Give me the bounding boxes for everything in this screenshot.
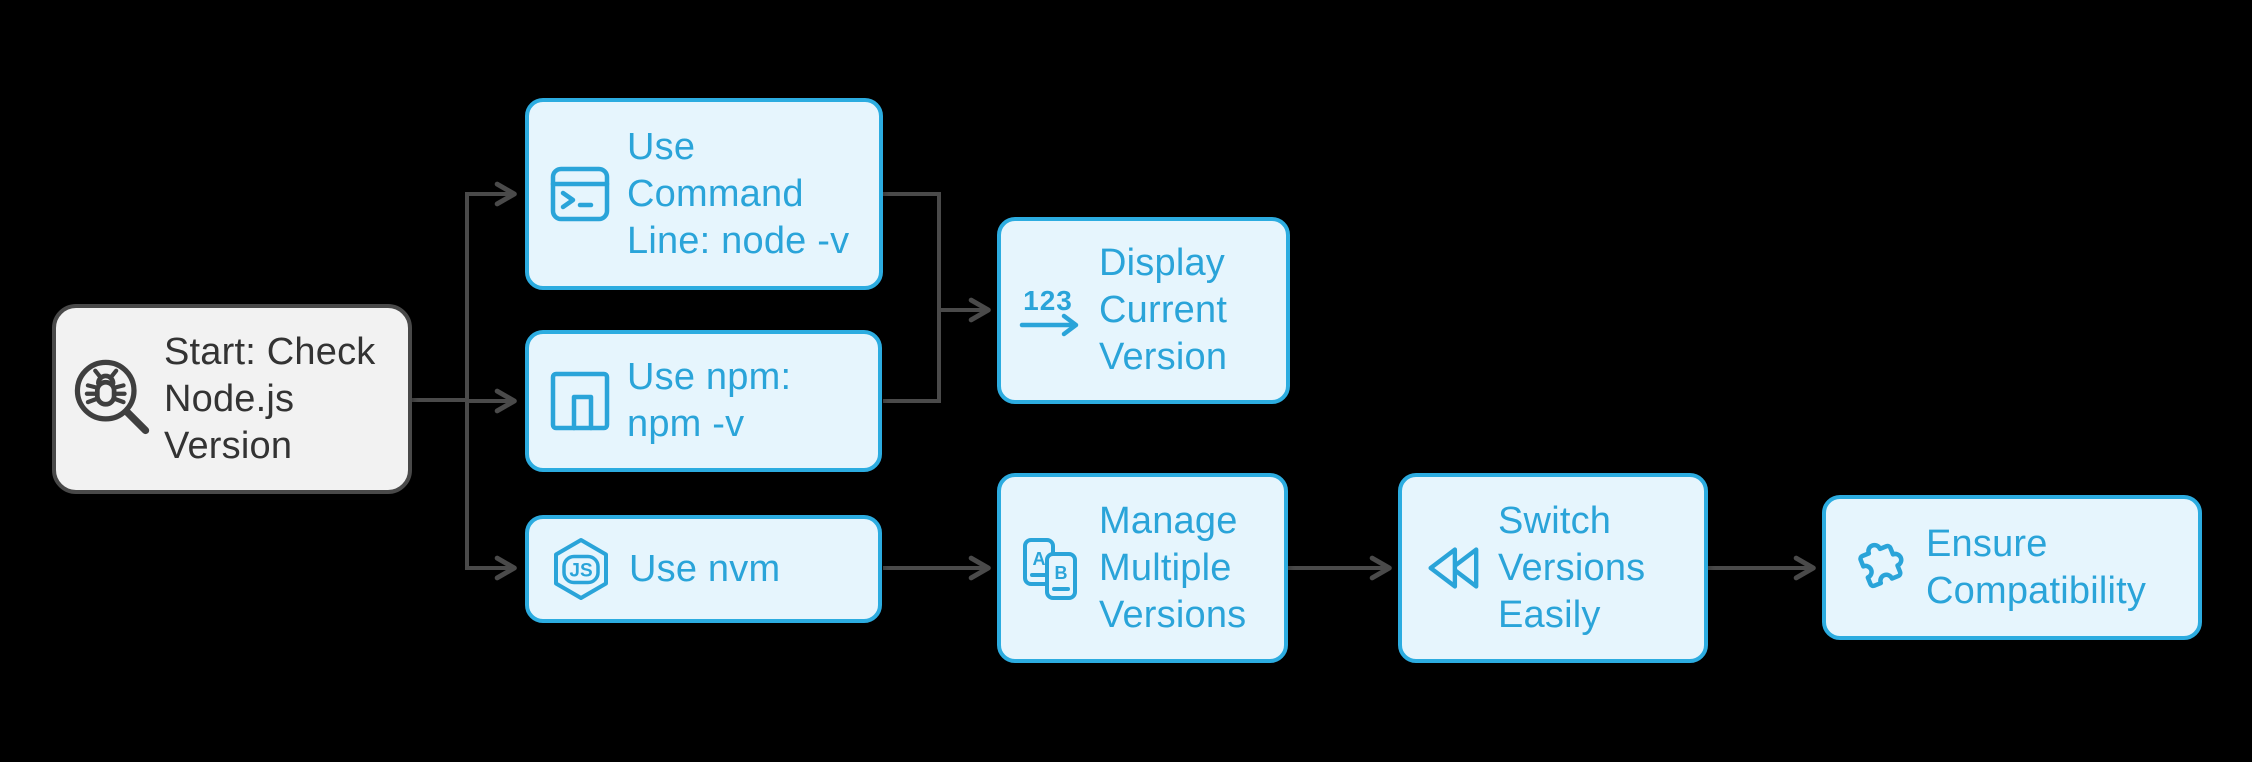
npm-icon xyxy=(550,371,610,431)
phone-a-letter: A xyxy=(1033,549,1046,569)
node-use-command-line: Use Command Line: node -v xyxy=(525,98,883,290)
node-ensure-compatibility-label: Ensure Compatibility xyxy=(1926,522,2147,612)
numbers-arrow-icon: 123 xyxy=(1019,285,1079,336)
nodejs-badge-text: JS xyxy=(569,561,592,582)
node-manage-multiple-versions-label: Manage Multiple Versions xyxy=(1099,499,1247,636)
node-display-current-version-label: Display Current Version xyxy=(1099,242,1228,378)
node-use-npm: Use npm: npm -v xyxy=(525,330,882,472)
node-switch-versions-easily: Switch Versions Easily xyxy=(1398,473,1708,663)
node-display-current-version: 123 Display Current Version xyxy=(997,217,1290,404)
node-use-command-line-label: Use Command Line: node -v xyxy=(627,125,850,262)
node-start: Start: Check Node.js Version xyxy=(52,304,412,494)
node-use-npm-label: Use npm: npm -v xyxy=(627,356,792,445)
puzzle-icon xyxy=(1858,542,1904,588)
node-manage-multiple-versions: A B Manage Multiple Versions xyxy=(997,473,1288,663)
display-digits-text: 123 xyxy=(1023,285,1073,316)
node-switch-versions-easily-label: Switch Versions Easily xyxy=(1498,499,1646,636)
ab-phones-icon: A B xyxy=(1023,538,1077,600)
rewind-icon xyxy=(1428,547,1479,589)
nodejs-hexagon-icon: JS xyxy=(554,538,608,600)
node-use-nvm: JS Use nvm xyxy=(525,515,882,623)
bug-search-icon xyxy=(74,359,150,435)
node-ensure-compatibility: Ensure Compatibility xyxy=(1822,495,2202,640)
phone-b-letter: B xyxy=(1055,563,1068,583)
node-start-label: Start: Check Node.js Version xyxy=(164,330,376,467)
node-use-nvm-label: Use nvm xyxy=(629,547,781,590)
terminal-icon xyxy=(550,166,610,222)
